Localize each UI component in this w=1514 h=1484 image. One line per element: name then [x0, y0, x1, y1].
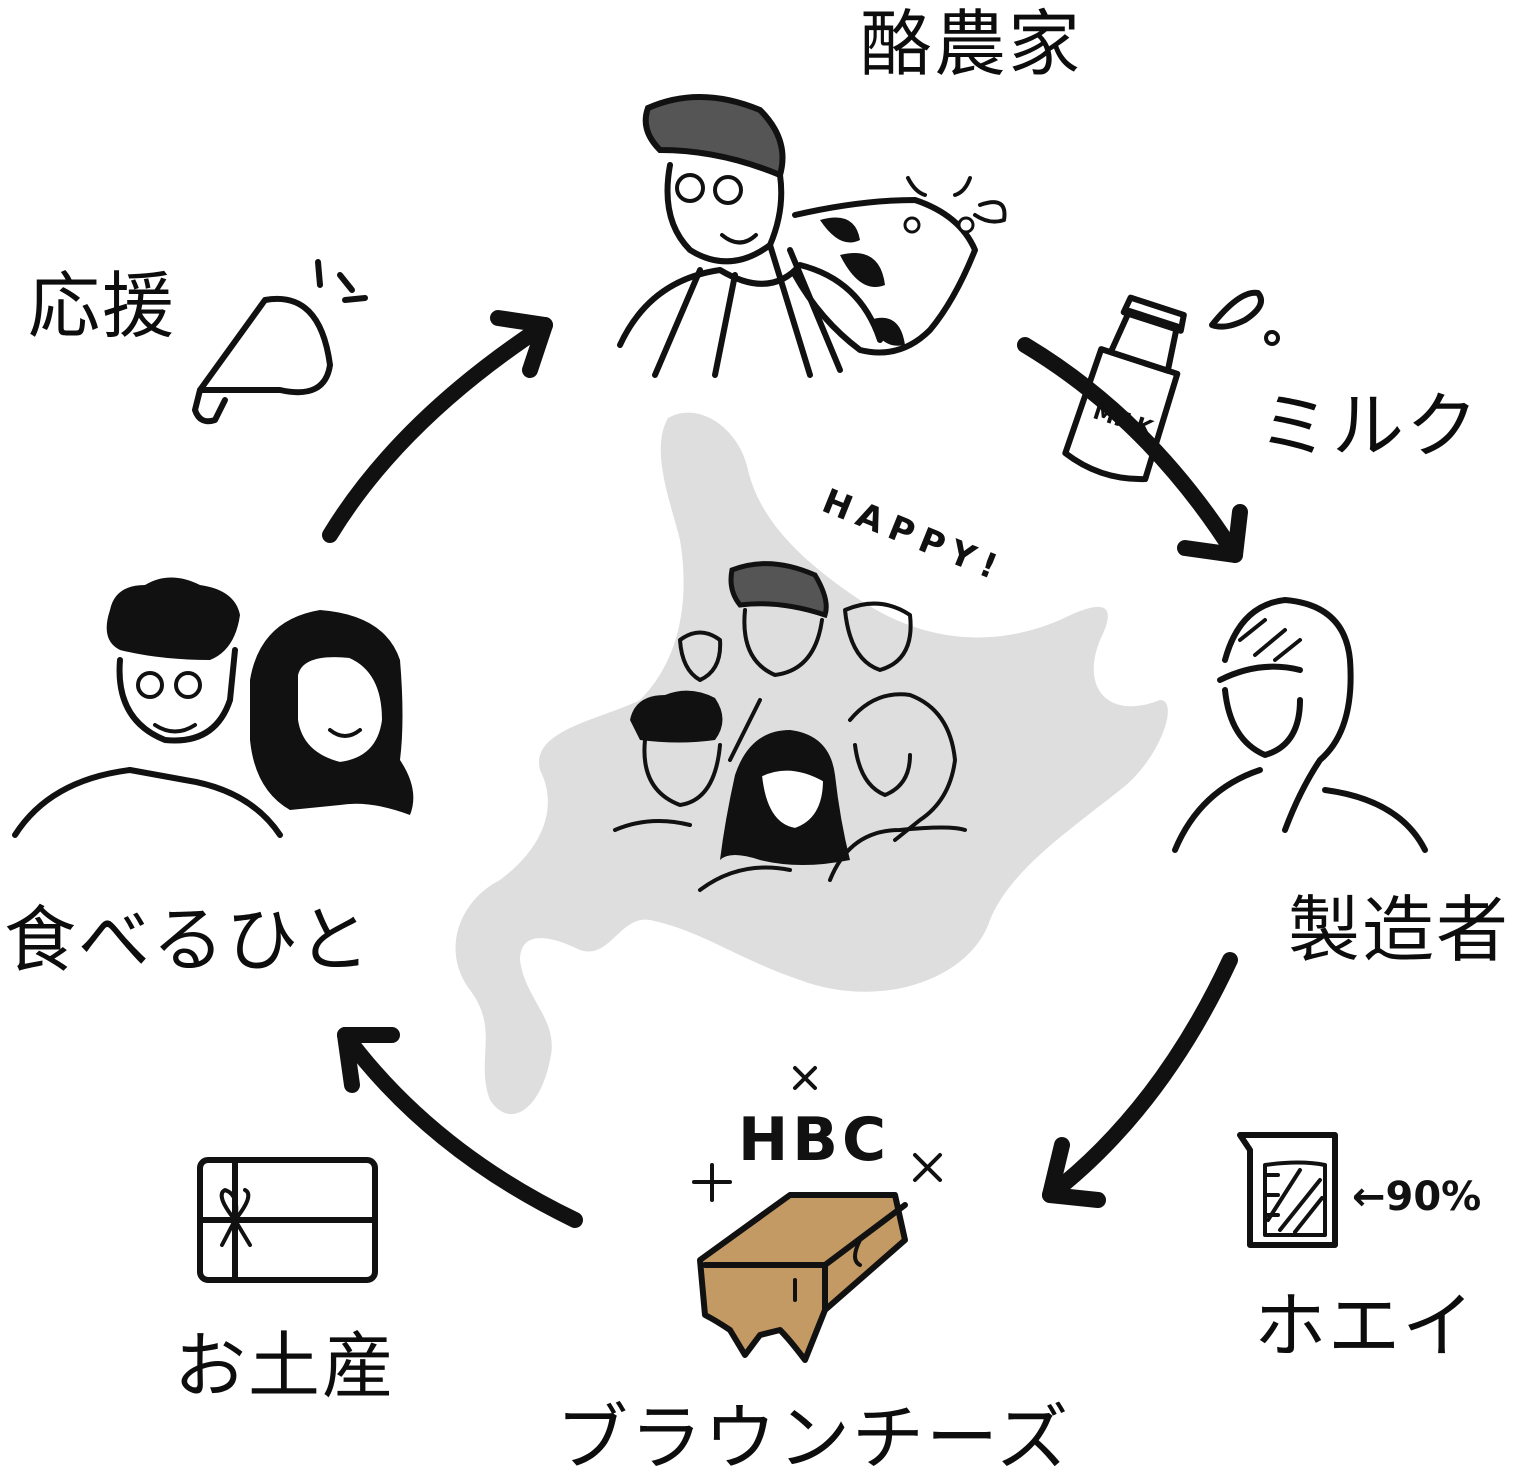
eater-woman-smile	[328, 728, 362, 738]
maker-cap-line	[1217, 663, 1303, 683]
maker-cap-pleats	[1238, 618, 1302, 662]
cow-eye-left	[903, 216, 921, 234]
eater-woman-face	[292, 651, 389, 769]
milk-can-label: MILK	[1090, 399, 1157, 442]
farmer-glasses-right	[713, 175, 743, 205]
group-cow-right	[843, 601, 913, 672]
brand-text: HBC	[738, 1105, 890, 1175]
maker-hood	[1222, 597, 1354, 833]
label-milk: ミルク	[1258, 384, 1481, 468]
happy-group: HAPPY!	[613, 481, 1011, 892]
sparkle-right	[913, 1153, 942, 1182]
group-bodies	[613, 698, 967, 892]
cow-spot-1	[820, 217, 860, 243]
milk-can-body	[1062, 346, 1181, 483]
arrowhead-cheese	[1042, 1137, 1106, 1208]
arrowhead-eater	[337, 1027, 400, 1093]
label-support: 応援	[28, 264, 177, 348]
cheese-edge	[702, 1202, 908, 1313]
cow-ear	[973, 200, 1007, 224]
group-man-face	[642, 738, 722, 807]
cow-eye-right	[957, 216, 975, 234]
maker-body	[1172, 767, 1428, 853]
cow-horns	[906, 176, 972, 197]
maker-illustration	[1172, 597, 1428, 853]
eaters-illustration	[12, 577, 414, 838]
group-woman-face	[757, 766, 828, 833]
eater-man-glasses-right	[174, 671, 202, 699]
group-man-hair	[630, 690, 723, 743]
eater-man-smile	[153, 723, 197, 734]
megaphone-sound	[315, 259, 368, 303]
label-gift: お土産	[174, 1324, 397, 1408]
cheese-block	[697, 1192, 908, 1363]
label-brown-cheese: ブラウンチーズ	[556, 1396, 1071, 1480]
megaphone-body	[197, 295, 333, 396]
cycle-arrows	[322, 310, 1248, 1228]
group-maker-hood	[848, 692, 957, 842]
maker-face	[1222, 687, 1303, 758]
megaphone-handle	[192, 387, 228, 425]
happy-text: HAPPY!	[817, 481, 1011, 590]
milk-can-lid	[1120, 294, 1187, 334]
beaker-icon: ←90%	[1237, 1132, 1481, 1248]
sparkle-top	[793, 1066, 817, 1090]
beaker-outline	[1237, 1132, 1338, 1248]
arrow-eater-to-farmer	[322, 317, 553, 543]
eater-man-body	[12, 767, 283, 838]
arrow-maker-to-cheese	[1042, 952, 1238, 1203]
gift-ribbon	[197, 1157, 378, 1283]
farmer-cap	[642, 94, 786, 180]
eater-man-glasses-left	[136, 671, 164, 699]
arrow-cheese-to-eater	[337, 1027, 583, 1228]
cheese-illustration: HBC	[692, 1066, 942, 1363]
group-maker-face	[853, 743, 912, 797]
farmer-illustration	[617, 94, 1007, 378]
whey-ratio-text: ←90%	[1352, 1174, 1481, 1220]
gift-icon	[197, 1157, 378, 1283]
arrowhead-farmer	[490, 310, 553, 378]
cow-icon	[792, 176, 1007, 356]
beaker-hatch	[1266, 1168, 1324, 1234]
milk-drop	[1209, 289, 1264, 330]
farmer-head	[664, 162, 785, 265]
cow-spot-3	[870, 317, 905, 346]
milk-drop-small	[1264, 330, 1280, 346]
arrowhead-maker	[1177, 504, 1248, 563]
group-farmer-face	[742, 608, 824, 677]
cow-spot-2	[840, 253, 885, 287]
sparkle-left	[692, 1163, 732, 1202]
beaker-liquid	[1263, 1160, 1327, 1237]
cow-body	[792, 197, 978, 356]
farmer-glasses-left	[675, 173, 705, 203]
megaphone-icon	[192, 259, 368, 425]
beaker-ticks	[1263, 1173, 1280, 1217]
group-farmer-cap	[728, 561, 829, 619]
eater-man-face	[116, 647, 238, 744]
label-eater: 食べるひと	[4, 898, 372, 982]
label-whey: ホエイ	[1254, 1284, 1477, 1368]
farmer-smile	[720, 233, 758, 245]
label-maker: 製造者	[1288, 888, 1511, 972]
label-farmer: 酪農家	[860, 2, 1083, 86]
gift-bow	[219, 1188, 252, 1247]
group-cow-left	[678, 630, 723, 682]
cheese-drip	[793, 1238, 862, 1302]
eater-man-hair	[106, 577, 241, 660]
farmer-body	[617, 262, 883, 348]
arrow-farmer-to-maker	[1017, 337, 1243, 563]
farmer-towel	[652, 242, 843, 378]
